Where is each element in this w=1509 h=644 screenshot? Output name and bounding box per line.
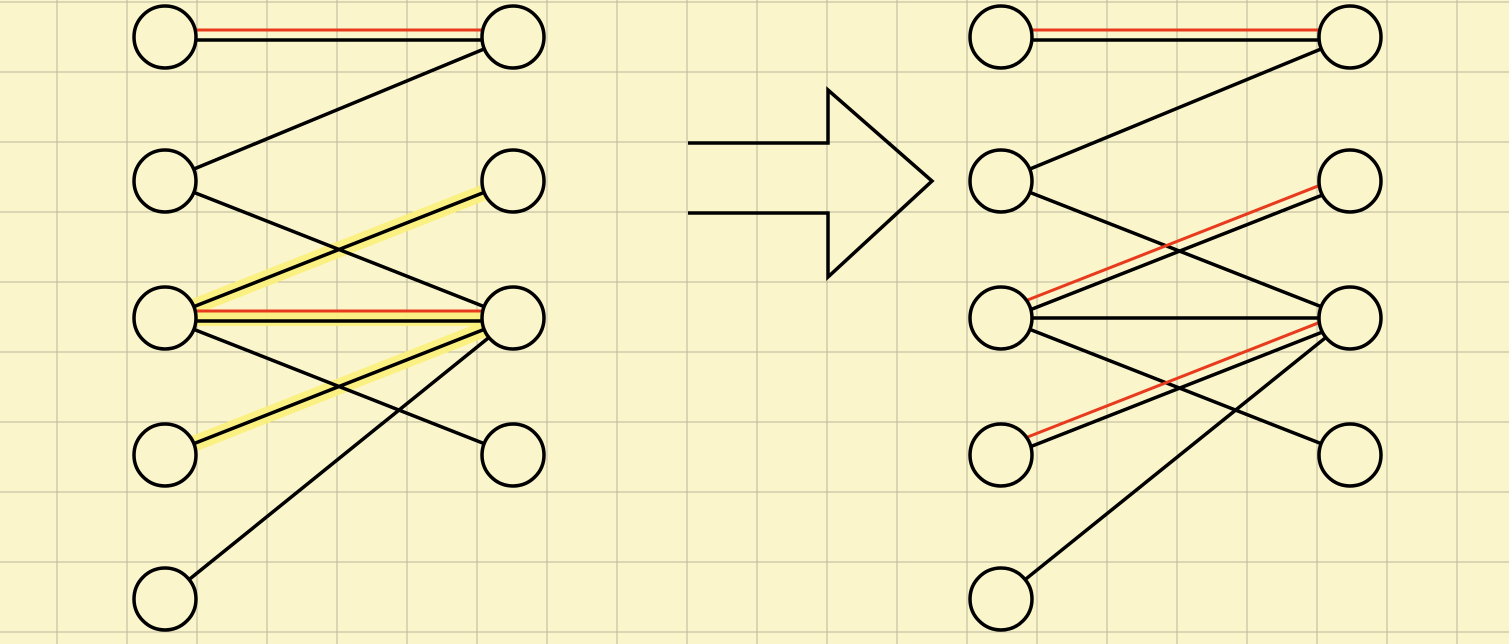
node-L4 (132, 422, 198, 488)
augmenting-path-highlight (185, 184, 493, 452)
node-R3 (480, 285, 546, 351)
node-group (968, 4, 1383, 632)
node-group (132, 4, 546, 632)
node-R1 (1317, 4, 1383, 70)
edge-L2-R1 (1027, 47, 1324, 171)
edge-L3-R2 (192, 190, 486, 309)
node-R4 (480, 422, 546, 488)
edge-L3-R4 (1028, 327, 1323, 446)
graph-after (968, 4, 1383, 632)
edge-L5-R3 (1023, 335, 1328, 582)
node-L1 (132, 4, 198, 70)
node-R2 (1317, 148, 1383, 214)
node-L2 (132, 148, 198, 214)
node-L4 (968, 422, 1034, 488)
node-R3 (1317, 285, 1383, 351)
node-L3 (132, 285, 198, 351)
graph-before (132, 4, 546, 632)
edge-L4-R3 (192, 327, 486, 446)
matching-edge-L3-R2 (1025, 184, 1321, 302)
edge-L2-R3 (1028, 190, 1323, 309)
matching-edge-group (194, 28, 484, 313)
node-L2 (968, 148, 1034, 214)
node-L5 (132, 566, 198, 632)
edge-L3-R2 (1029, 193, 1324, 312)
matching-edge-group (1025, 28, 1321, 439)
edge-L5-R3 (187, 335, 491, 582)
edge-group (1023, 38, 1328, 582)
right-arrow-icon (688, 86, 935, 281)
node-L3 (968, 285, 1034, 351)
node-L5 (968, 566, 1034, 632)
node-R1 (480, 4, 546, 70)
edge-group (187, 38, 491, 582)
node-R4 (1317, 422, 1383, 488)
edge-L2-R1 (191, 47, 487, 171)
node-R2 (480, 148, 546, 214)
node-L1 (968, 4, 1034, 70)
edge-L4-R3 (1029, 330, 1324, 449)
matching-edge-L4-R3 (1025, 321, 1321, 439)
